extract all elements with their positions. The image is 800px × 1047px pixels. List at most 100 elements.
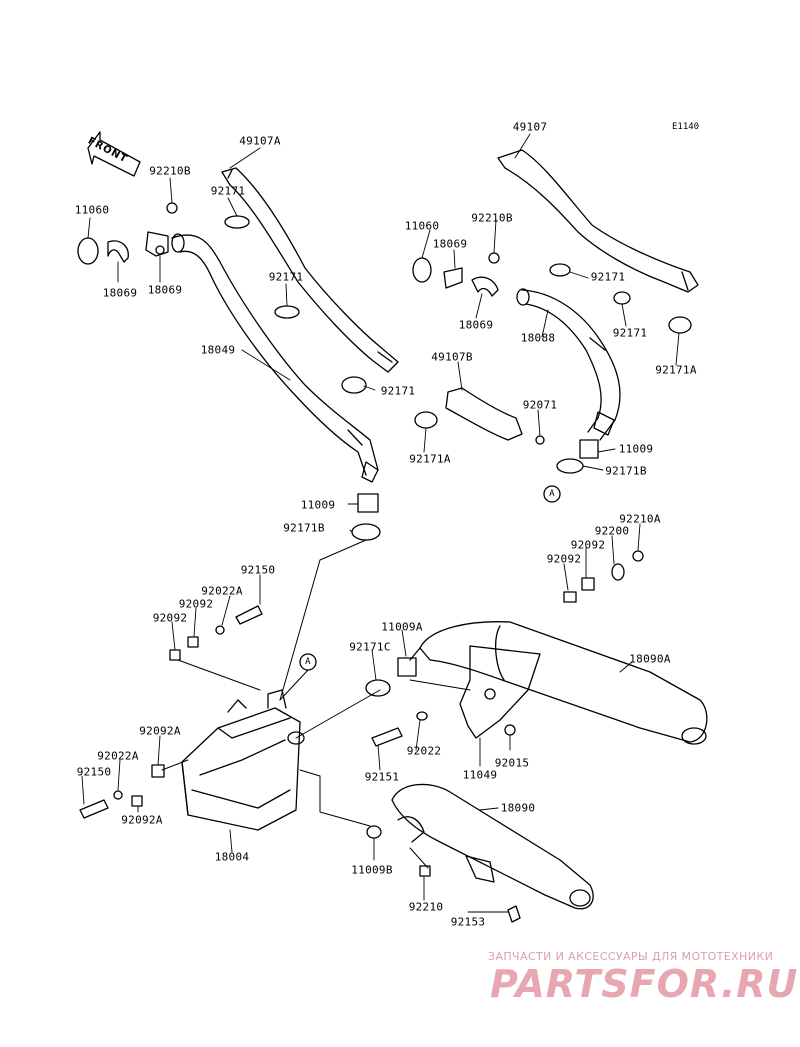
part-label-92092: 92092 <box>152 611 188 625</box>
bolt-92150-lower <box>79 799 109 819</box>
part-label-92171: 92171 <box>612 326 648 340</box>
part-label-18069: 18069 <box>458 318 494 332</box>
part-label-18069: 18069 <box>147 283 183 297</box>
flange-18069-right-a <box>443 267 463 289</box>
clamp-92171A-mid <box>414 411 438 429</box>
part-label-49107B: 49107B <box>431 350 473 364</box>
watermark-caption: ЗАПЧАСТИ И АКСЕССУАРЫ ДЛЯ МОТОТЕХНИКИ <box>488 950 774 963</box>
part-label-11049: 11049 <box>462 768 498 782</box>
part-label-11060: 11060 <box>74 203 110 217</box>
nut-92210B-left <box>166 202 178 214</box>
nut-92092A-b <box>131 795 143 807</box>
part-label-18069: 18069 <box>432 237 468 251</box>
nut-92092-a <box>187 636 199 648</box>
sleeve-11009A <box>397 657 417 677</box>
clamp-92171A-right <box>668 316 692 334</box>
part-label-92171B: 92171B <box>605 464 647 478</box>
part-label-49107: 49107 <box>512 120 548 134</box>
clamp-92171C <box>365 679 391 697</box>
part-label-11009B: 11009B <box>351 863 393 877</box>
nut-92092-b <box>169 649 181 661</box>
part-label-92150: 92150 <box>76 765 112 779</box>
nut-92071 <box>535 435 545 445</box>
clamp-92171-a <box>224 215 250 229</box>
part-label-92210A: 92210A <box>619 512 661 526</box>
clamp-92171-c <box>341 376 367 394</box>
heat-shield-49107B <box>445 387 523 441</box>
part-label-92210: 92210 <box>408 900 444 914</box>
part-label-92092A: 92092A <box>121 813 163 827</box>
part-label-92022A: 92022A <box>97 749 139 763</box>
part-label-92210B: 92210B <box>149 164 191 178</box>
part-label-92171C: 92171C <box>349 640 391 654</box>
part-label-11009: 11009 <box>300 498 336 512</box>
front-arrow-icon <box>87 131 141 177</box>
part-label-18090A: 18090A <box>629 652 671 666</box>
nut-92092-d <box>581 577 595 591</box>
clamp-92171-right-a <box>549 263 571 277</box>
gasket-11060-right <box>412 257 432 283</box>
nut-92210B-right <box>488 252 500 264</box>
bolt-92151 <box>371 727 403 747</box>
muffler-18090 <box>391 783 594 910</box>
bolt-92150-upper <box>235 605 263 625</box>
nut-92092A-a <box>151 764 165 778</box>
part-label-92015: 92015 <box>494 756 530 770</box>
part-label-92171: 92171 <box>590 270 626 284</box>
callout-a-lower-text: A <box>305 657 311 667</box>
part-label-18004: 18004 <box>214 850 250 864</box>
diagram-code: E1140 <box>672 122 700 132</box>
part-label-92171A: 92171A <box>655 363 697 377</box>
part-label-49107A: 49107A <box>239 134 281 148</box>
nut-92210A <box>632 550 644 562</box>
clamp-92171B-left <box>351 523 381 541</box>
callout-a-upper-text: A <box>549 489 555 499</box>
callout-a-upper <box>543 485 561 503</box>
part-label-92171: 92171 <box>380 384 416 398</box>
part-label-18049: 18049 <box>200 343 236 357</box>
washer-92022A-lower <box>113 790 123 800</box>
part-label-92092A: 92092A <box>139 724 181 738</box>
part-label-92022A: 92022A <box>201 584 243 598</box>
washer-92022 <box>416 711 428 721</box>
clamp-92171-b <box>274 305 300 319</box>
nut-92210-lower <box>419 865 431 877</box>
part-label-92171B: 92171B <box>283 521 325 535</box>
part-label-92092: 92092 <box>570 538 606 552</box>
heat-shield-49107 <box>497 149 699 293</box>
exhaust-chamber-18004 <box>181 689 305 831</box>
heat-shield-49107A <box>221 167 399 373</box>
part-label-92022: 92022 <box>406 744 442 758</box>
part-label-18090: 18090 <box>500 801 536 815</box>
flange-18069-left <box>107 240 129 263</box>
part-label-92071: 92071 <box>522 398 558 412</box>
part-label-92092: 92092 <box>178 597 214 611</box>
gasket-11060-left <box>77 237 99 265</box>
part-label-11009: 11009 <box>618 442 654 456</box>
sleeve-11009-left <box>357 493 379 513</box>
muffler-18090A <box>409 621 708 745</box>
part-label-11009A: 11009A <box>381 620 423 634</box>
part-label-92151: 92151 <box>364 770 400 784</box>
washer-92022A-upper <box>215 625 225 635</box>
part-label-92150: 92150 <box>240 563 276 577</box>
part-label-18088: 18088 <box>520 331 556 345</box>
part-label-18069: 18069 <box>102 286 138 300</box>
exhaust-pipe-18088 <box>516 288 621 441</box>
part-label-92200: 92200 <box>594 524 630 538</box>
nut-92092-c <box>563 591 577 603</box>
part-label-11060: 11060 <box>404 219 440 233</box>
exhaust-pipe-18049 <box>171 233 379 483</box>
nut-92015 <box>504 724 516 736</box>
flange-18069-right-b <box>471 276 499 297</box>
clamp-92171B-right <box>556 458 584 474</box>
part-label-92153: 92153 <box>450 915 486 929</box>
part-label-92210B: 92210B <box>471 211 513 225</box>
bolt-92153 <box>507 905 521 923</box>
sleeve-11009-right <box>579 439 599 459</box>
part-label-92092: 92092 <box>546 552 582 566</box>
washer-92200 <box>611 563 625 581</box>
part-label-92171A: 92171A <box>409 452 451 466</box>
part-label-92171: 92171 <box>210 184 246 198</box>
